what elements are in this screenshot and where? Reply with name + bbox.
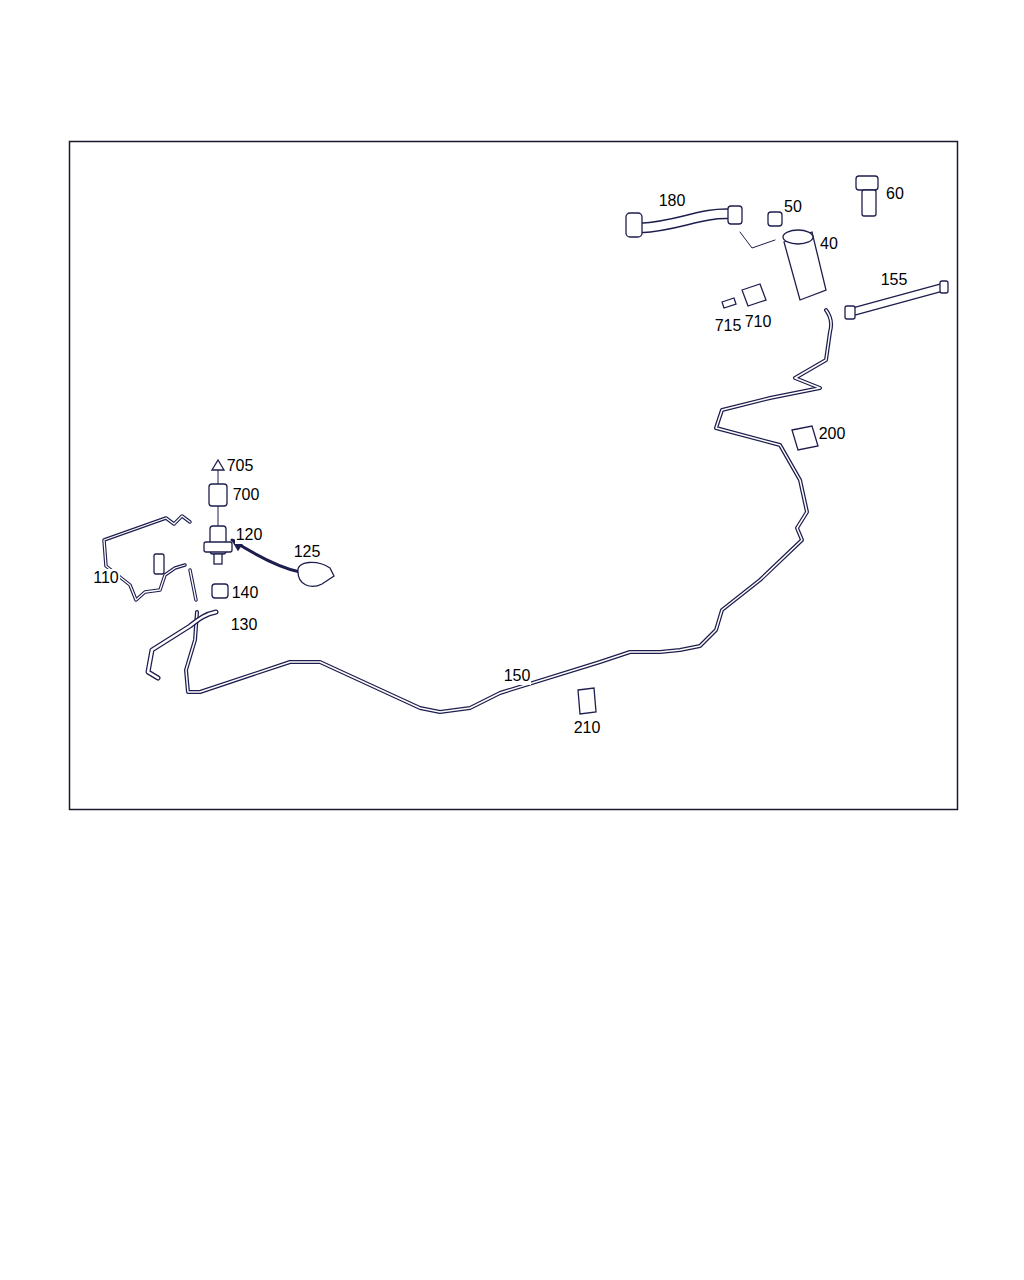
callout-number: 200 bbox=[818, 425, 847, 443]
callout-number: 210 bbox=[573, 719, 602, 737]
callout-number: 155 bbox=[880, 271, 909, 289]
callout-number: 710 bbox=[744, 313, 773, 331]
hose bbox=[640, 214, 732, 228]
plug bbox=[209, 484, 227, 506]
callout-number: 700 bbox=[232, 486, 261, 504]
fuel-line bbox=[186, 310, 831, 712]
cap bbox=[768, 212, 782, 226]
pump-flange bbox=[204, 542, 232, 552]
fuel-line bbox=[104, 516, 196, 600]
callout-number: 120 bbox=[235, 526, 264, 544]
cap bbox=[212, 460, 224, 470]
sensor bbox=[856, 176, 878, 190]
callout-number: 50 bbox=[783, 198, 803, 216]
callout-number: 60 bbox=[885, 185, 905, 203]
clip bbox=[792, 426, 818, 450]
callout-number: 150 bbox=[503, 667, 532, 685]
sensor-body bbox=[862, 190, 876, 216]
filter-top bbox=[783, 230, 813, 244]
pump-outlet bbox=[214, 554, 222, 564]
callout-number: 110 bbox=[92, 569, 120, 587]
connector bbox=[728, 206, 742, 224]
connector bbox=[626, 213, 642, 237]
pin bbox=[722, 298, 736, 308]
leader-arrow bbox=[232, 540, 300, 572]
callout-number: 140 bbox=[231, 584, 260, 602]
clip bbox=[212, 584, 228, 598]
clip bbox=[578, 688, 596, 714]
callout-number: 180 bbox=[658, 192, 687, 210]
callout-number: 125 bbox=[293, 543, 322, 561]
fuel-hose bbox=[148, 612, 216, 678]
leader-line bbox=[740, 232, 775, 248]
frame bbox=[70, 142, 958, 810]
valve bbox=[154, 554, 164, 574]
strap bbox=[298, 562, 334, 586]
plug bbox=[742, 284, 766, 306]
callout-number: 130 bbox=[230, 616, 259, 634]
connector bbox=[940, 281, 948, 293]
callout-number: 705 bbox=[226, 457, 255, 475]
tube bbox=[852, 288, 940, 312]
callout-number: 715 bbox=[714, 317, 743, 335]
connector bbox=[845, 306, 855, 319]
callout-number: 40 bbox=[819, 235, 839, 253]
